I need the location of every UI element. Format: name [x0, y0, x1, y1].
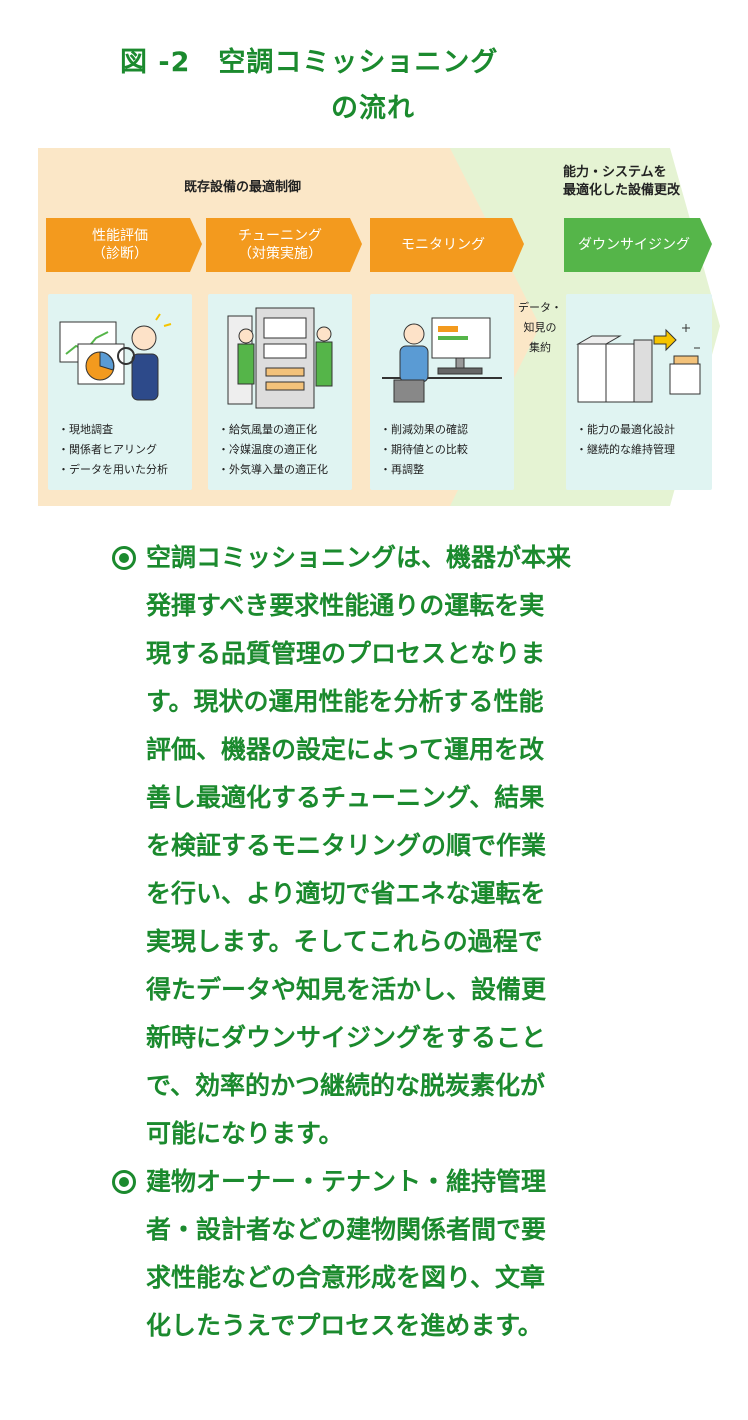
- step-tuning: チューニング（対策実施）: [238, 228, 322, 262]
- text-line: 者・設計者などの建物関係者間で要: [146, 1215, 547, 1244]
- list-item: 削減効果の確認: [380, 420, 468, 440]
- optimize-label-line2: 最適化した設備更改: [563, 183, 681, 198]
- list-item: 冷媒温度の適正化: [218, 440, 328, 460]
- card-downsizing: 能力の最適化設計 継続的な維持管理: [566, 294, 712, 490]
- existing-section-label: 既存設備の最適制御: [184, 180, 302, 195]
- optimize-section-label: 能力・システムを 最適化した設備更改: [563, 164, 680, 200]
- downsizing-illustration: [576, 324, 701, 403]
- text-line: 現する品質管理のプロセスとなりま: [146, 639, 546, 668]
- text-line: を行い、より適切で省エネな運転を: [146, 879, 546, 908]
- figure-title-line2: の流れ: [331, 93, 415, 124]
- list-item: 期待値との比較: [380, 440, 468, 460]
- card-evaluation: 現地調査 関係者ヒアリング データを用いた分析: [48, 294, 192, 490]
- bullet-paragraph-2: 建物オーナー・テナント・維持管理 者・設計者などの建物関係者間で要 求性能などの…: [110, 1158, 650, 1350]
- list-item: 給気風量の適正化: [218, 420, 328, 440]
- bullet-paragraph-1: 空調コミッショニングは、機器が本来 発揮すべき要求性能通りの運転を実 現する品質…: [110, 534, 650, 1158]
- step-monitoring: モニタリング: [401, 237, 485, 253]
- text-line: す。現状の運用性能を分析する性能: [146, 687, 544, 716]
- text-line: 新時にダウンサイジングをすること: [146, 1023, 547, 1052]
- text-line: 善し最適化するチューニング、結果: [146, 783, 545, 812]
- list-item: 能力の最適化設計: [576, 420, 675, 440]
- double-circle-bullet-icon: [112, 546, 136, 570]
- commissioning-flow-diagram: 既存設備の最適制御 能力・システムを 最適化した設備更改 性能評価（診断） チュ…: [30, 142, 730, 512]
- list-item: 継続的な維持管理: [576, 440, 675, 460]
- step-arrow-2: [206, 218, 362, 272]
- text-line: 得たデータや知見を活かし、設備更: [146, 975, 547, 1004]
- step-downsizing: ダウンサイジング: [578, 237, 690, 253]
- figure-title-line1: 図 -2 空調コミッショニング: [120, 47, 499, 78]
- card-tuning: 給気風量の適正化 冷媒温度の適正化 外気導入量の適正化: [208, 294, 352, 490]
- list-item: 現地調査: [58, 420, 168, 440]
- text-line: 空調コミッショニングは、機器が本来: [146, 543, 572, 572]
- list-item: データを用いた分析: [58, 460, 168, 480]
- step-arrow-3: [370, 218, 524, 272]
- list-item: 関係者ヒアリング: [58, 440, 168, 460]
- list-item: 外気導入量の適正化: [218, 460, 328, 480]
- body-text: 空調コミッショニングは、機器が本来 発揮すべき要求性能通りの運転を実 現する品質…: [110, 534, 650, 1350]
- text-line: 化したうえでプロセスを進めます。: [146, 1311, 543, 1340]
- equipment-adjustment-illustration: [227, 307, 333, 409]
- monitoring-illustration: [382, 317, 502, 403]
- step-arrow-4: [564, 218, 712, 272]
- text-line: 実現します。そしてこれらの過程で: [146, 927, 543, 956]
- list-item: 再調整: [380, 460, 468, 480]
- double-circle-bullet-icon: [112, 1170, 136, 1194]
- text-line: 求性能などの合意形成を図り、文章: [146, 1263, 546, 1292]
- text-line: で、効率的かつ継続的な脱炭素化が: [146, 1071, 546, 1100]
- optimize-label-line1: 能力・システムを: [563, 165, 667, 180]
- text-line: 発揮すべき要求性能通りの運転を実: [146, 591, 545, 620]
- analysis-illustration: [59, 313, 172, 401]
- monitoring-items: 削減効果の確認 期待値との比較 再調整: [380, 420, 468, 480]
- text-line: 評価、機器の設定によって運用を改: [146, 735, 545, 764]
- downsizing-items: 能力の最適化設計 継続的な維持管理: [576, 420, 675, 460]
- evaluation-items: 現地調査 関係者ヒアリング データを用いた分析: [58, 420, 168, 480]
- card-monitoring: 削減効果の確認 期待値との比較 再調整: [370, 294, 514, 490]
- text-line: を検証するモニタリングの順で作業: [146, 831, 547, 860]
- step-arrows: [46, 218, 712, 272]
- step-arrow-1: [46, 218, 202, 272]
- tuning-items: 給気風量の適正化 冷媒温度の適正化 外気導入量の適正化: [218, 420, 328, 480]
- text-line: 可能になります。: [146, 1119, 344, 1148]
- step-evaluation: 性能評価（診断）: [92, 228, 148, 262]
- text-line: 建物オーナー・テナント・維持管理: [146, 1167, 547, 1196]
- data-aggregation-note: データ・ 知見の 集約: [518, 301, 562, 354]
